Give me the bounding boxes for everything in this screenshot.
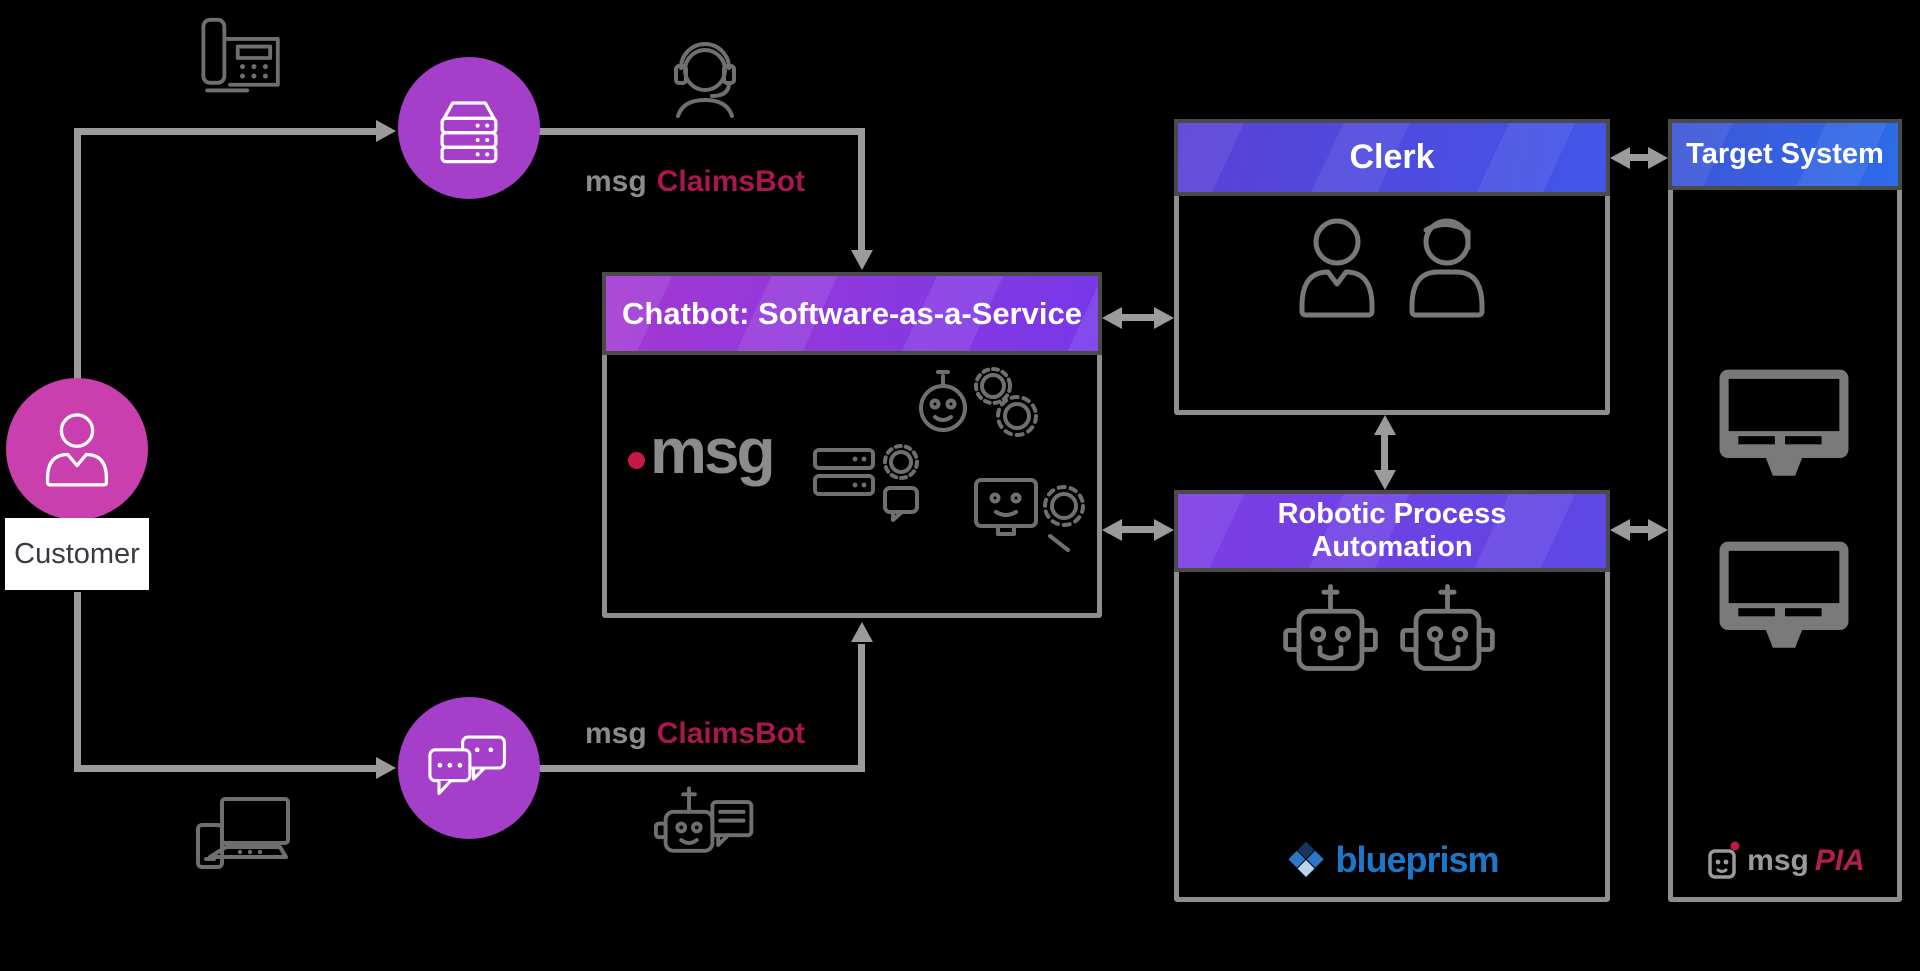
- clerk-header: Clerk: [1174, 119, 1610, 196]
- arrowhead-into-clerk-right: [1610, 147, 1630, 169]
- chatbot-saas-box: Chatbot: Software-as-a-Service msg: [602, 272, 1102, 618]
- connector-voice-down: [858, 128, 865, 252]
- claimsbot-top-name: ClaimsBot: [656, 165, 806, 198]
- claimsbot-label-bottom: msg ClaimsBot: [585, 717, 805, 751]
- arrowhead-into-chatbot-right: [1102, 307, 1122, 329]
- connector-customer-to-chat: [74, 765, 376, 772]
- target-system-header: Target System: [1668, 119, 1902, 190]
- msg-logo-text: msg: [650, 415, 776, 487]
- arrowhead-into-rpa-left: [1154, 519, 1174, 541]
- arrowhead-into-clerk-left: [1154, 307, 1174, 329]
- rpa-title-line2: Automation: [1311, 531, 1473, 563]
- person-icon: [31, 403, 123, 495]
- bot-screen-gear-icon: [968, 462, 1093, 562]
- target-system-box: Target System: [1668, 119, 1902, 902]
- blueprism-logo-text: blueprism: [1335, 839, 1499, 880]
- arrowhead-into-rpa-top: [1374, 470, 1396, 490]
- server-stack-icon: [421, 80, 517, 176]
- clerk-box: Clerk: [1174, 119, 1610, 415]
- chatbot-saas-header: Chatbot: Software-as-a-Service: [602, 272, 1102, 355]
- arrowhead-into-target-left-upper: [1648, 147, 1668, 169]
- arrowhead-into-chatbot-right-lower: [1102, 519, 1122, 541]
- arrowhead-into-chatbot-bottom: [851, 622, 873, 642]
- clerk-person-icon: [1400, 210, 1495, 322]
- robot-chat-window-icon: [652, 778, 764, 872]
- clerk-person-icon: [1290, 210, 1385, 322]
- customer-label: Customer: [5, 518, 149, 590]
- rpa-title-line1: Robotic Process: [1277, 497, 1507, 530]
- rpa-header: Robotic Process Automation: [1174, 490, 1610, 572]
- msg-pia-suffix: PIA: [1814, 844, 1865, 877]
- claimsbot-label-top: msg ClaimsBot: [585, 165, 805, 199]
- connector-voice-to-chatbot: [538, 128, 865, 135]
- msg-logo: msg: [628, 415, 776, 487]
- blueprism-logo: blueprism: [1179, 837, 1605, 883]
- arrowhead-into-chatbot-top: [851, 250, 873, 270]
- chatbot-saas-title: Chatbot: Software-as-a-Service: [622, 295, 1082, 331]
- claimsbot-bottom-name: ClaimsBot: [656, 717, 806, 750]
- target-system-title: Target System: [1686, 137, 1884, 170]
- connector-customer-bottom-vertical: [74, 592, 81, 768]
- support-agent-headset-icon: [650, 26, 760, 122]
- connector-customer-top-vertical: [74, 128, 81, 380]
- msg-logo-dot-icon: [628, 451, 645, 469]
- arrowhead-into-target-left-lower: [1648, 519, 1668, 541]
- arrowhead-into-voice-gateway: [376, 120, 396, 142]
- voice-gateway-node: [398, 57, 540, 199]
- claimsbot-bottom-prefix: msg: [585, 717, 647, 750]
- connector-rpa-target: [1626, 526, 1654, 533]
- connector-chatbot-rpa: [1118, 526, 1160, 533]
- bot-gears-icon: [905, 358, 1040, 453]
- clerk-title: Clerk: [1349, 137, 1435, 176]
- arrowhead-into-chat-gateway: [376, 757, 396, 779]
- connector-customer-to-voice: [74, 128, 376, 135]
- customer-node: [6, 378, 148, 520]
- customer-label-text: Customer: [14, 537, 140, 570]
- arrowhead-into-rpa-right: [1610, 519, 1630, 541]
- monitor-icon: [1718, 540, 1850, 652]
- chat-bubbles-icon: [419, 722, 519, 814]
- connector-chat-up: [858, 644, 865, 768]
- msg-pia-prefix: msg: [1747, 844, 1809, 877]
- connector-chatbot-clerk: [1118, 314, 1160, 321]
- robot-head-icon: [1278, 578, 1383, 698]
- desk-phone-icon: [190, 8, 295, 108]
- blueprism-diamond-icon: [1285, 837, 1327, 883]
- claimsbot-top-prefix: msg: [585, 165, 647, 198]
- rpa-box: Robotic Process Automation: [1174, 490, 1610, 902]
- robot-head-icon: [1395, 578, 1500, 698]
- monitor-icon: [1718, 368, 1850, 480]
- arrowhead-into-clerk-bottom: [1374, 415, 1396, 435]
- msg-pia-glyph-icon: [1705, 839, 1741, 883]
- connector-clerk-target: [1626, 154, 1654, 161]
- connector-chat-to-chatbot: [538, 765, 865, 772]
- laptop-phone-icon: [190, 795, 295, 873]
- connector-clerk-rpa: [1381, 431, 1388, 474]
- chat-gateway-node: [398, 697, 540, 839]
- server-chat-icon: [805, 432, 930, 524]
